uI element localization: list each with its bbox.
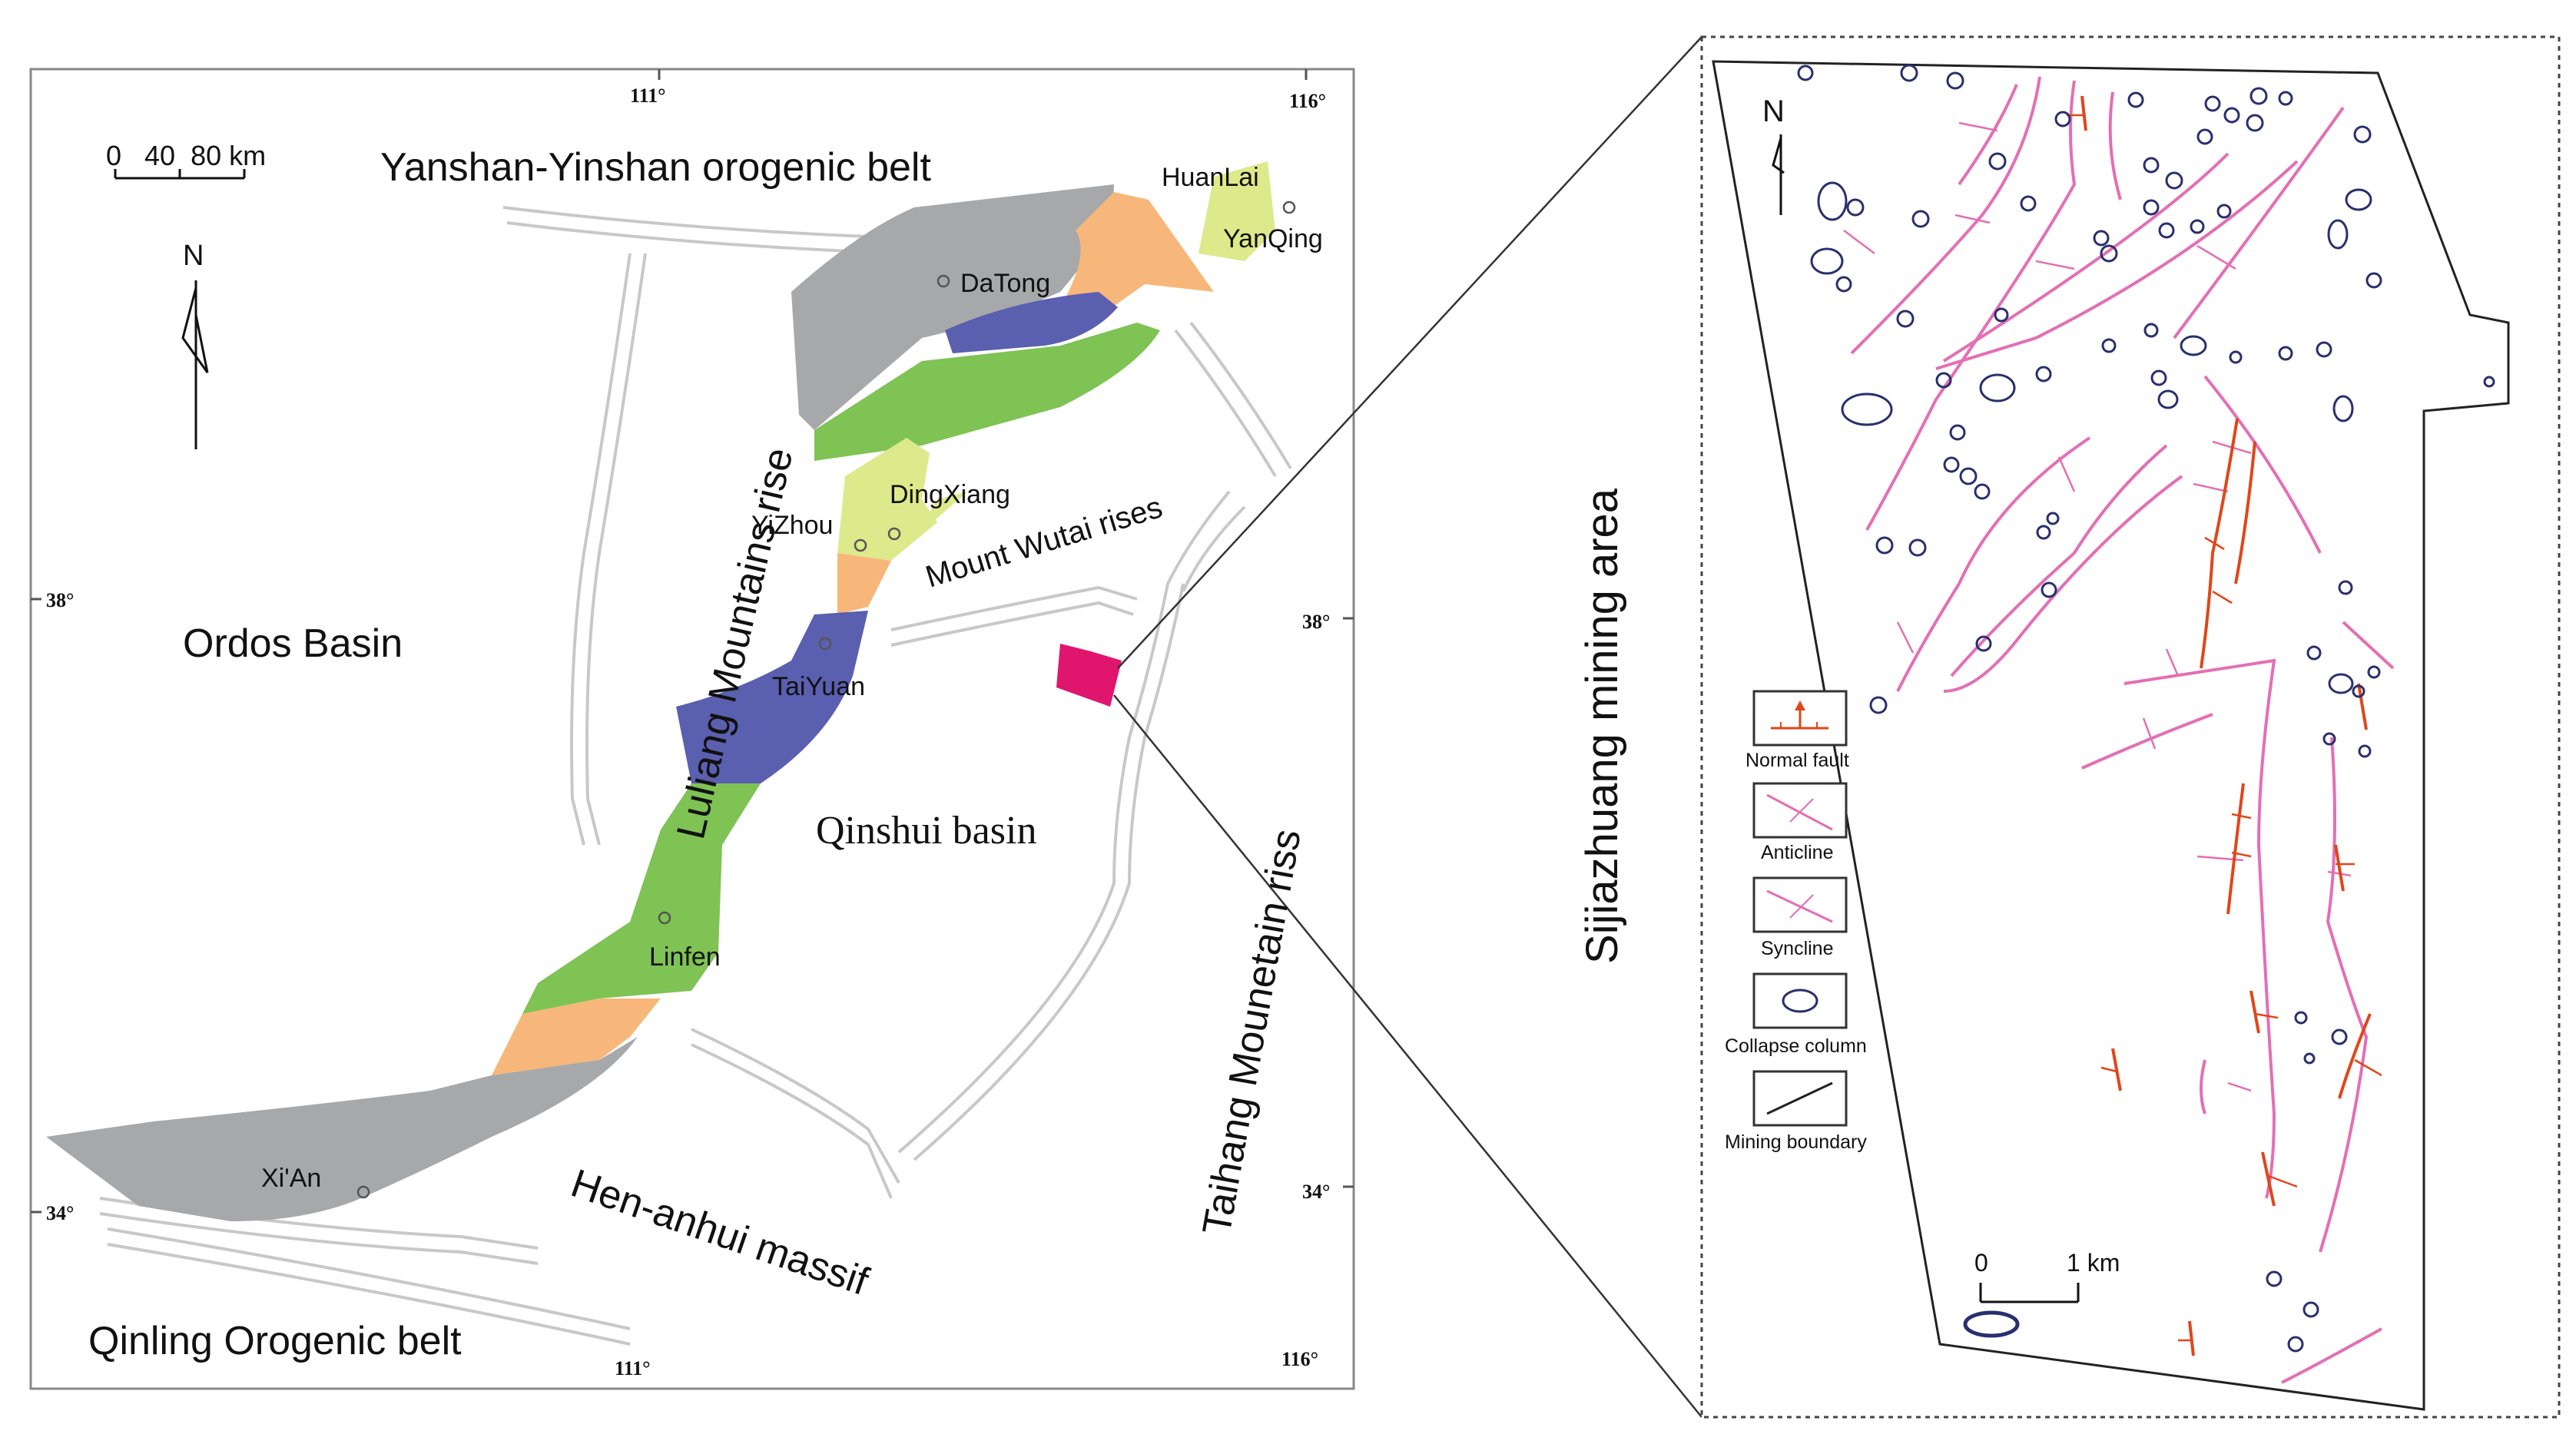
city-yizhou: YiZhou [751,511,833,540]
mining-scale-zero: 0 [1974,1249,1988,1277]
regional-north-arrow: N [181,240,209,449]
study-area-marker[interactable] [1056,644,1122,707]
city-xian: Xi'An [261,1164,321,1193]
legend-syncline: Syncline [1752,876,1848,959]
legend-mining-boundary-label: Mining boundary [1725,1131,1867,1153]
tick-bottom-111: 111° [615,1357,651,1379]
gray-belt-xian [46,1037,638,1221]
mining-north-label: N [1762,94,1785,128]
legend-normal-fault-label: Normal fault [1746,750,1849,771]
green-belt-north [814,323,1160,461]
tick-left-38: 38° [46,589,74,611]
green-belt-linfen [522,783,761,1014]
fold-axes [1850,76,2395,1384]
mining-north-arrow: N [1762,94,1785,215]
city-huanlai: HuanLai [1162,163,1259,192]
legend-collapse-column-label: Collapse column [1725,1035,1867,1057]
tick-right-38: 38° [1302,611,1330,633]
tick-left-34: 34° [46,1202,74,1224]
mining-area-inset: Sijiazhuang mining area N [1577,35,2561,1419]
legend-normal-fault: Normal fault [1746,690,1849,771]
regional-map: 0 40 80 km N 111° 116° 38° 38° 34° 34° 1… [29,36,1702,1418]
tectonic-boundaries [99,206,1292,1346]
yellow-belt-yanqing [1198,161,1275,261]
gray-belt-north [791,184,1114,430]
mining-scale-unit: 1 km [2067,1249,2120,1277]
orange-belt-north [1060,192,1214,323]
collapse-columns [1797,64,2495,1353]
legend-anticline-label: Anticline [1761,842,1834,863]
city-dingxiang: DingXiang [890,480,1010,509]
city-markers [356,200,1296,1199]
blue-belt-datong [945,292,1118,353]
tick-top-111: 111° [630,84,666,107]
tick-top-116: 116° [1289,90,1326,112]
city-datong: DaTong [960,269,1050,298]
geologic-belts [46,161,1275,1221]
orange-belt-mid [837,553,891,614]
normal-faults [2080,95,2372,1356]
label-yanshan-yinshan: Yanshan-Yinshan orogenic belt [380,145,931,190]
mining-scale-bar: 0 1 km [1963,1249,2120,1338]
mining-boundary [1712,60,2510,1411]
city-taiyuan: TaiYuan [772,672,865,701]
city-yanqing: YanQing [1223,224,1323,253]
label-ordos-basin: Ordos Basin [183,621,403,666]
mining-area-title: Sijiazhuang mining area [1577,488,1627,964]
label-qinshui-basin: Qinshui basin [816,809,1036,853]
graticule-ticks [31,69,1354,1214]
legend-collapse-column: Collapse column [1725,972,1867,1057]
legend-mining-boundary: Mining boundary [1725,1070,1867,1153]
city-linfen: Linfen [649,942,721,972]
regional-scale-bar: 0 40 80 km [106,140,266,180]
legend-syncline-label: Syncline [1761,938,1834,959]
yellow-belt-dingxiang [837,438,937,561]
regional-north-label: N [183,240,204,272]
orange-belt-south [492,999,661,1075]
regional-scale-label: 0 40 80 km [106,140,266,171]
mining-legend: Normal fault Anticline Syncline Collapse… [1725,690,1867,1153]
blue-belt-taiyuan [676,611,868,783]
label-qinling: Qinling Orogenic belt [88,1319,462,1363]
inset-leader-lines [1113,36,1702,1418]
tick-right-34: 34° [1302,1181,1330,1203]
legend-anticline: Anticline [1752,782,1848,863]
tick-bottom-116: 116° [1281,1348,1318,1370]
